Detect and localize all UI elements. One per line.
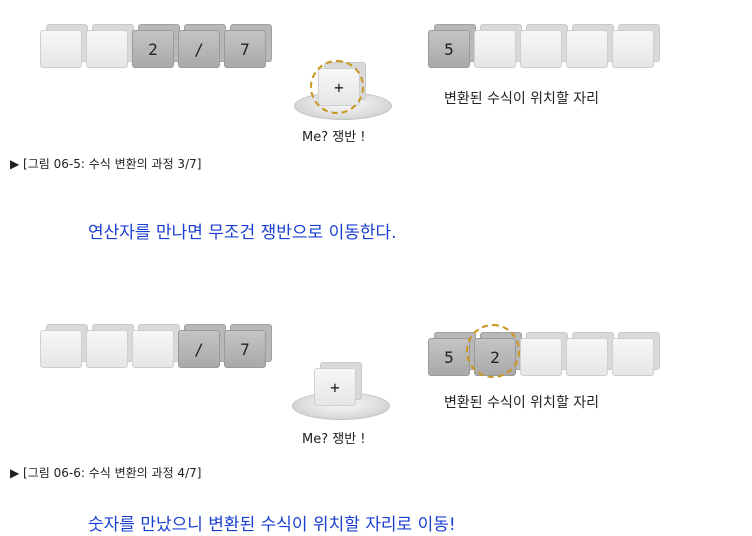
tray-label: Me? 쟁반 ! <box>302 432 366 447</box>
input-cell: / <box>178 30 220 68</box>
output-cell <box>612 30 654 68</box>
output-cell <box>520 30 562 68</box>
explanation-text: 연산자를 만나면 무조건 쟁반으로 이동한다. <box>88 223 397 243</box>
highlight-circle <box>466 324 520 378</box>
input-cell <box>40 330 82 368</box>
input-cell: 2 <box>132 30 174 68</box>
output-cell <box>566 30 608 68</box>
input-cell <box>132 330 174 368</box>
figure-caption: ▶ [그림 06-5: 수식 변환의 과정 3/7] <box>10 157 202 171</box>
output-cell: 5 <box>428 30 470 68</box>
input-cell: 7 <box>224 30 266 68</box>
input-cell: 7 <box>224 330 266 368</box>
figure-caption: ▶ [그림 06-6: 수식 변환의 과정 4/7] <box>10 466 202 480</box>
tray-label: Me? 쟁반 ! <box>302 130 366 145</box>
input-cell <box>86 330 128 368</box>
output-cell <box>566 338 608 376</box>
input-cell <box>40 30 82 68</box>
output-cell <box>520 338 562 376</box>
output-cell <box>612 338 654 376</box>
input-cell <box>86 30 128 68</box>
explanation-text: 숫자를 만났으니 변환된 수식이 위치할 자리로 이동! <box>88 515 456 535</box>
output-cell: 5 <box>428 338 470 376</box>
output-label: 변환된 수식이 위치할 자리 <box>444 395 600 411</box>
input-cell: / <box>178 330 220 368</box>
output-cell <box>474 30 516 68</box>
tray-operator-cell: + <box>314 368 356 406</box>
output-label: 변환된 수식이 위치할 자리 <box>444 91 600 107</box>
highlight-circle <box>310 60 364 114</box>
